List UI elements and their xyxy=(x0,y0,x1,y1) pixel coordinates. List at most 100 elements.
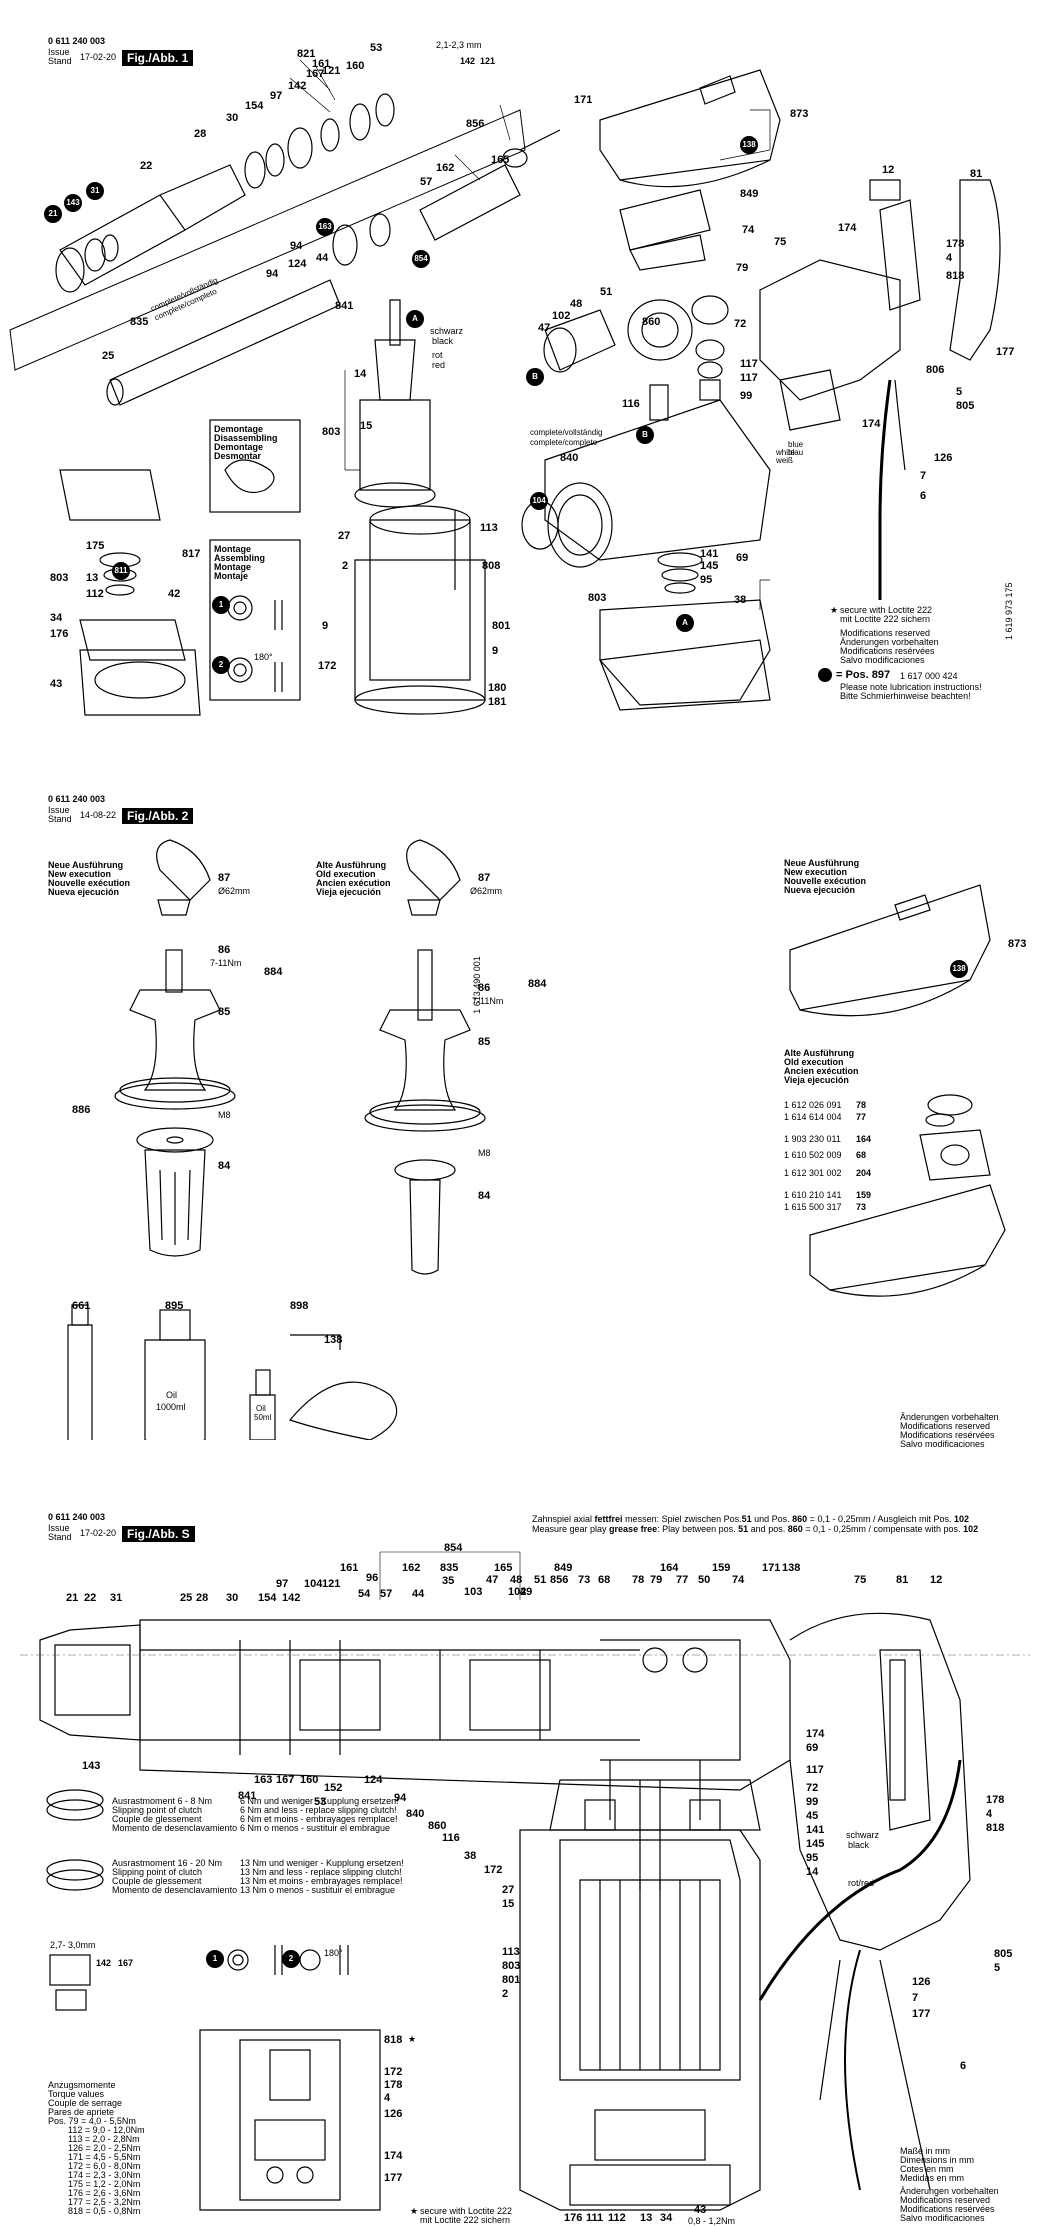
part-label: 99 xyxy=(806,1796,819,1808)
part-label: 841 xyxy=(238,1790,257,1802)
sheet-date: 17-02-20 xyxy=(80,1528,117,1538)
part-label: 167 xyxy=(306,68,325,80)
dims-note: Cotes en mm xyxy=(900,2164,954,2174)
part-label: 898 xyxy=(290,1300,309,1312)
part-label: 174 xyxy=(384,2150,403,2162)
old-part-number: 1 610 502 009 xyxy=(784,1150,842,1160)
mods-note: Modifications resérvées xyxy=(900,2204,995,2214)
part-label: 13 xyxy=(86,572,99,584)
figure-title: Fig./Abb. 2 xyxy=(122,808,194,824)
part-label: 177 xyxy=(912,2008,931,2020)
wire-color: rot/red xyxy=(848,1878,875,1888)
star-icon: ★ xyxy=(408,2034,417,2044)
exploded-view-1 xyxy=(9,59,1001,716)
part-label: 31 xyxy=(110,1592,123,1604)
old-part-number: 1 612 301 002 xyxy=(784,1168,842,1178)
part-label: 28 xyxy=(196,1592,209,1604)
part-label: 51 xyxy=(534,1574,547,1586)
clutch-note: 13 Nm and less - replace slipping clutch… xyxy=(240,1867,402,1877)
axial-play-note-en: Measure gear play grease free: Play betw… xyxy=(532,1524,979,1534)
callout-badge: A xyxy=(406,310,424,328)
part-label: 178 xyxy=(946,238,965,250)
part-label: 95 xyxy=(806,1852,819,1864)
mods-note: Salvo modificaciones xyxy=(840,655,925,665)
loctite-note: secure with Loctite 222 xyxy=(420,2206,513,2216)
part-label: 27 xyxy=(338,530,351,542)
part-label: 835 xyxy=(440,1562,459,1574)
part-label: 143 xyxy=(82,1760,101,1772)
part-label: 14 xyxy=(354,368,367,380)
old-part-pos: 77 xyxy=(856,1112,867,1122)
part-label: 126 xyxy=(934,452,953,464)
part-label: 803 xyxy=(502,1960,521,1972)
part-label: 4 xyxy=(946,252,953,264)
part-label: 44 xyxy=(412,1588,425,1600)
part-label: 142 xyxy=(288,80,307,92)
stand-label: Stand xyxy=(48,1532,72,1542)
wire-color: schwarz xyxy=(430,326,464,336)
part-label: 7 xyxy=(912,1992,919,2004)
clutch-note: Slipping point of clutch xyxy=(112,1805,203,1815)
old-part-number: 1 612 026 091 xyxy=(784,1100,842,1110)
part-label: 841 xyxy=(335,300,354,312)
loctite-note: secure with Loctite 222 xyxy=(840,605,933,615)
old-part-pos: 78 xyxy=(856,1100,867,1110)
part-label: 7 xyxy=(920,470,927,482)
part-label: 138 xyxy=(782,1562,801,1574)
part-label: 116 xyxy=(622,398,640,410)
step-1-icon: 1 xyxy=(206,1950,224,1968)
callout-badge: 104 xyxy=(530,492,548,510)
old-part-number: 1 615 500 317 xyxy=(784,1202,842,1212)
part-label: 884 xyxy=(528,978,547,990)
part-label: 142 xyxy=(96,1958,112,1968)
part-label: 49 xyxy=(520,1586,533,1598)
part-label: 884 xyxy=(264,966,283,978)
part-label: 9 xyxy=(322,620,329,632)
thread: M8 xyxy=(218,1110,231,1120)
oil-label: 50ml xyxy=(254,1413,272,1422)
part-label: 104 xyxy=(304,1578,323,1590)
part-label: 178 xyxy=(384,2079,403,2091)
part-label: 661 xyxy=(72,1300,91,1312)
mods-note: Modifications resérvées xyxy=(900,1430,995,1440)
montage-title: Montage xyxy=(214,544,251,554)
new-exec-title: Nueva ejecución xyxy=(784,885,856,895)
part-label: 47 xyxy=(486,1574,499,1586)
part-label: 126 xyxy=(912,1976,931,1988)
part-label: 141 xyxy=(806,1824,825,1836)
part-label: 142 xyxy=(460,56,476,66)
part-label: 6 xyxy=(920,490,927,502)
part-label: 161 xyxy=(340,1562,359,1574)
part-label: 835 xyxy=(130,316,149,328)
part-label: 167 xyxy=(276,1774,295,1786)
part-label: 15 xyxy=(360,420,373,432)
dims-note: Medidas en mm xyxy=(900,2173,965,2183)
torque-heading: Pares de apriete xyxy=(48,2107,115,2117)
part-label: 172 xyxy=(318,660,337,672)
part-label: 805 xyxy=(956,400,975,412)
clutch-note: Ausrastmoment 16 - 20 Nm xyxy=(112,1858,223,1868)
torque-heading: Couple de serrage xyxy=(48,2098,123,2108)
loctite-note: mit Loctite 222 sichern xyxy=(420,2215,511,2225)
callout-badge: 31 xyxy=(86,182,104,200)
part-label: 74 xyxy=(742,224,755,236)
part-label: 5 xyxy=(994,1962,1001,1974)
part-label: 53 xyxy=(370,42,383,54)
lubrication-note: Please note lubrication instructions! xyxy=(840,682,982,692)
part-label: 113 xyxy=(480,522,498,534)
part-label: 180 xyxy=(488,682,507,694)
part-label: 145 xyxy=(806,1838,825,1850)
rotation-angle: 180° xyxy=(254,652,273,662)
part-label: 102 xyxy=(508,1586,527,1598)
part-label: 103 xyxy=(464,1586,483,1598)
part-label: 73 xyxy=(578,1574,591,1586)
part-label: 818 xyxy=(946,270,965,282)
mods-note: Salvo modificaciones xyxy=(900,1439,985,1449)
new-exec-title: Nouvelle exécution xyxy=(784,876,867,886)
part-label: 97 xyxy=(276,1578,289,1590)
wire-color: red xyxy=(432,360,446,370)
clutch-note: 6 Nm und weniger - Kupplung ersetzen! xyxy=(240,1796,399,1806)
part-label: 817 xyxy=(182,548,201,560)
part-label: 154 xyxy=(258,1592,277,1604)
part-label: 849 xyxy=(554,1562,573,1574)
